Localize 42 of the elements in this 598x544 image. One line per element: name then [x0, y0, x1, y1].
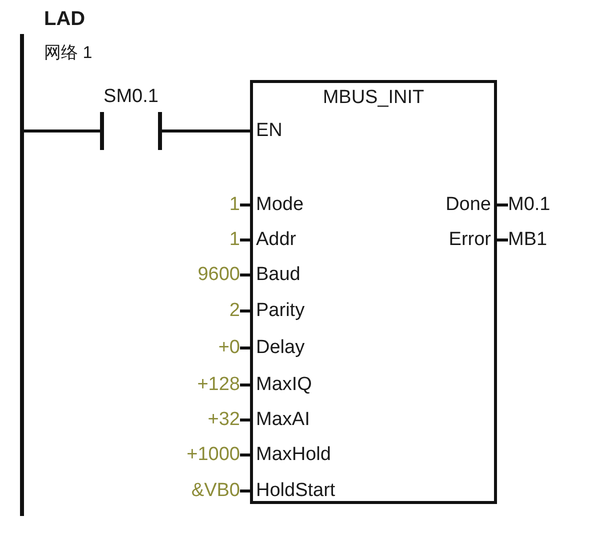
- pin-name: Error: [448, 229, 491, 251]
- parameter-value: +1000: [186, 444, 240, 466]
- pin-name: EN: [256, 120, 282, 142]
- pin-name: MaxAI: [256, 409, 310, 431]
- pin-name: Parity: [256, 300, 305, 322]
- output-address: M0.1: [508, 194, 550, 216]
- pin-name: MaxHold: [256, 444, 331, 466]
- parameter-value: 9600: [198, 264, 240, 286]
- network-label: 网络 1: [44, 42, 92, 64]
- pin-name: MaxIQ: [256, 374, 312, 396]
- parameter-value: +32: [208, 409, 240, 431]
- pin-name: HoldStart: [256, 480, 336, 502]
- parameter-value: &VB0: [191, 480, 240, 502]
- parameter-value: 2: [229, 300, 240, 322]
- pin-name: Addr: [256, 229, 296, 251]
- block-title: MBUS_INIT: [322, 87, 424, 109]
- pin-name: Baud: [256, 264, 300, 286]
- address-label: SM0.1: [104, 86, 158, 108]
- output-address: MB1: [508, 229, 548, 251]
- wire: [240, 418, 250, 422]
- pin-name: Done: [446, 194, 491, 216]
- wire: [240, 454, 250, 456]
- pin-name: Delay: [256, 337, 305, 359]
- wire: [162, 130, 250, 132]
- wire: [240, 346, 250, 350]
- heading: LAD: [44, 8, 86, 30]
- wire: [240, 490, 250, 492]
- wire: [497, 204, 508, 206]
- wire: [240, 238, 250, 242]
- parameter-value: 1: [229, 194, 240, 216]
- wire: [240, 310, 250, 312]
- power-rail: [20, 34, 24, 516]
- wire: [24, 130, 100, 132]
- function-block: [250, 80, 497, 504]
- parameter-value: 1: [229, 229, 240, 251]
- wire: [497, 238, 508, 242]
- wire: [240, 274, 250, 276]
- wire: [240, 384, 250, 386]
- parameter-value: +0: [218, 337, 240, 359]
- parameter-value: +128: [197, 374, 240, 396]
- pin-name: Mode: [256, 194, 304, 216]
- wire: [240, 204, 250, 206]
